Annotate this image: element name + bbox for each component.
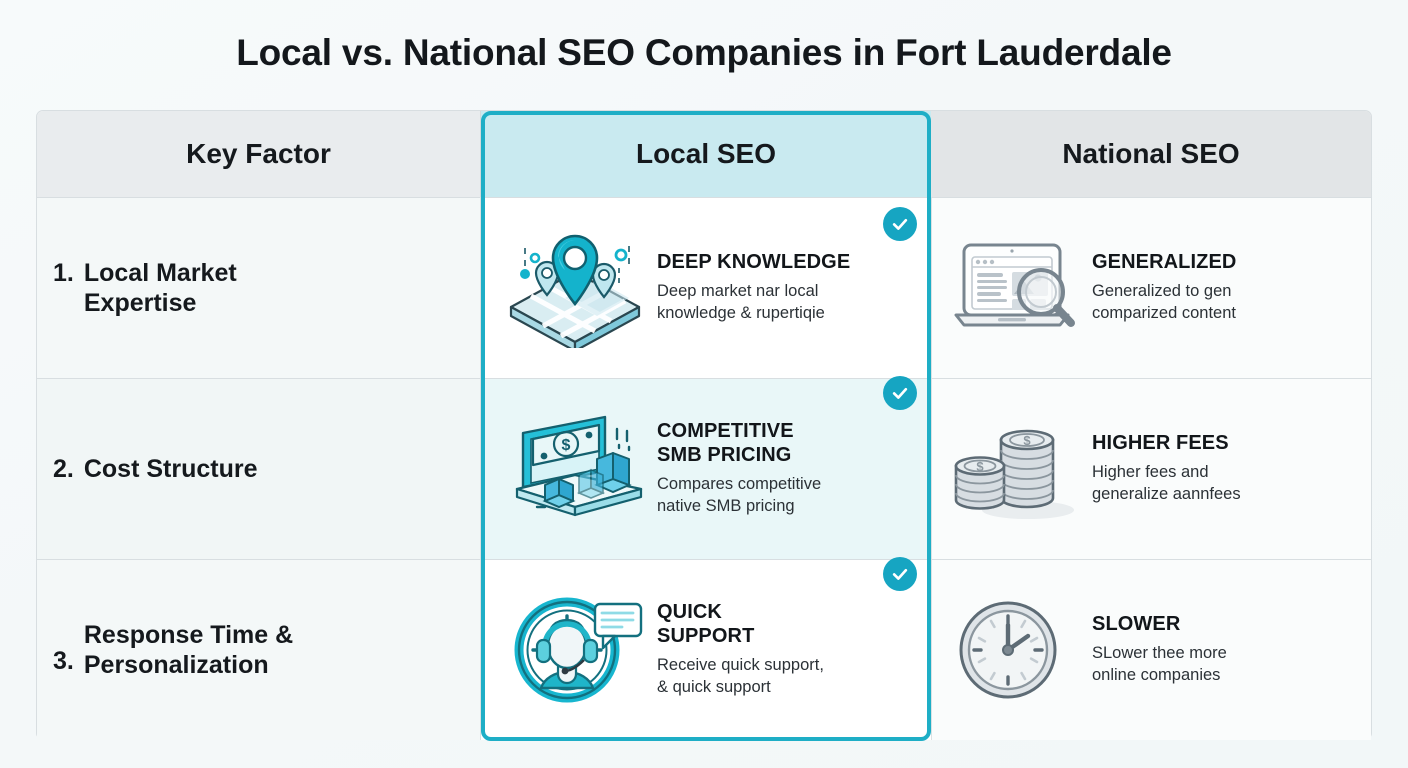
national-seo-text: HIGHER FEES Higher fees and generalize a… (1092, 432, 1357, 506)
local-seo-heading: COMPETITIVE SMB PRICING (657, 420, 794, 466)
factor-cell: 1. Local Market Expertise (37, 198, 481, 378)
table-row: 3. Response Time & Personalization (37, 557, 1371, 740)
local-seo-body: Deep market nar local knowledge & rupert… (657, 282, 825, 323)
local-seo-heading: DEEP KNOWLEDGE (657, 250, 851, 273)
local-seo-cell: $ (481, 376, 931, 559)
national-seo-body: SLower thee more online companies (1092, 644, 1227, 685)
factor-text: 1. Local Market Expertise (53, 258, 237, 318)
table-row: 2. Cost Structure $ (37, 376, 1371, 559)
money-laptop-chart-icon: $ (501, 409, 649, 529)
header-cell-key-factor: Key Factor (37, 111, 481, 197)
national-seo-heading: HIGHER FEES (1092, 431, 1229, 454)
comparison-table: Key Factor Local SEO National SEO 1. Loc… (36, 110, 1372, 741)
laptop-search-icon (942, 233, 1082, 343)
factor-number: 3. (53, 647, 74, 675)
local-seo-body: Compares competitive native SMB pricing (657, 474, 822, 515)
check-badge-icon (883, 206, 917, 241)
local-seo-cell: QUICK SUPPORT Receive quick support, & q… (481, 557, 931, 740)
factor-cell: 2. Cost Structure (37, 379, 481, 559)
factor-label: Local Market Expertise (83, 259, 237, 317)
factor-label: Cost Structure (83, 455, 258, 483)
header-cell-national-seo: National SEO (931, 111, 1371, 197)
local-seo-cell: DEEP KNOWLEDGE Deep market nar local kno… (481, 198, 931, 378)
svg-text:$: $ (976, 459, 984, 474)
local-seo-text: QUICK SUPPORT Receive quick support, & q… (657, 557, 917, 698)
national-seo-cell: $ $ HIGHER (931, 379, 1371, 559)
support-headset-icon (501, 590, 649, 710)
header-cell-local-seo: Local SEO (481, 111, 931, 197)
local-seo-body: Receive quick support, & quick support (657, 655, 824, 696)
check-badge-icon (883, 376, 917, 411)
national-seo-heading: SLOWER (1092, 612, 1181, 635)
national-seo-heading: GENERALIZED (1092, 250, 1237, 273)
national-seo-text: GENERALIZED Generalized to gen comparize… (1092, 251, 1357, 325)
national-seo-cell: SLOWER SLower thee more online companies (931, 560, 1371, 740)
svg-text:$: $ (1023, 433, 1031, 448)
clock-icon (942, 595, 1082, 705)
header-label-local-seo: Local SEO (635, 138, 777, 169)
map-pin-location-icon (501, 228, 649, 353)
coin-stacks-icon: $ $ (942, 414, 1082, 524)
svg-text:$: $ (562, 437, 571, 454)
factor-number: 1. (53, 259, 74, 287)
factor-cell: 3. Response Time & Personalization (37, 560, 481, 740)
page-title: Local vs. National SEO Companies in Fort… (236, 32, 1172, 73)
local-seo-text: DEEP KNOWLEDGE Deep market nar local kno… (657, 206, 917, 325)
table-header-row: Key Factor Local SEO National SEO (37, 111, 1371, 197)
header-label-national-seo: National SEO (1062, 138, 1240, 169)
factor-number: 2. (53, 455, 74, 483)
local-seo-heading: QUICK SUPPORT (657, 601, 755, 647)
factor-text: 3. Response Time & Personalization (53, 620, 293, 680)
factor-text: 2. Cost Structure (53, 454, 258, 484)
table-row: 1. Local Market Expertise (37, 197, 1371, 378)
national-seo-body: Generalized to gen comparized content (1092, 282, 1236, 323)
national-seo-body: Higher fees and generalize aannfees (1092, 463, 1241, 504)
local-seo-text: COMPETITIVE SMB PRICING Compares competi… (657, 376, 917, 517)
national-seo-cell: GENERALIZED Generalized to gen comparize… (931, 198, 1371, 378)
check-badge-icon (883, 557, 917, 592)
national-seo-text: SLOWER SLower thee more online companies (1092, 613, 1357, 687)
factor-label: Response Time & Personalization (83, 621, 294, 679)
header-label-key-factor: Key Factor (186, 138, 331, 169)
